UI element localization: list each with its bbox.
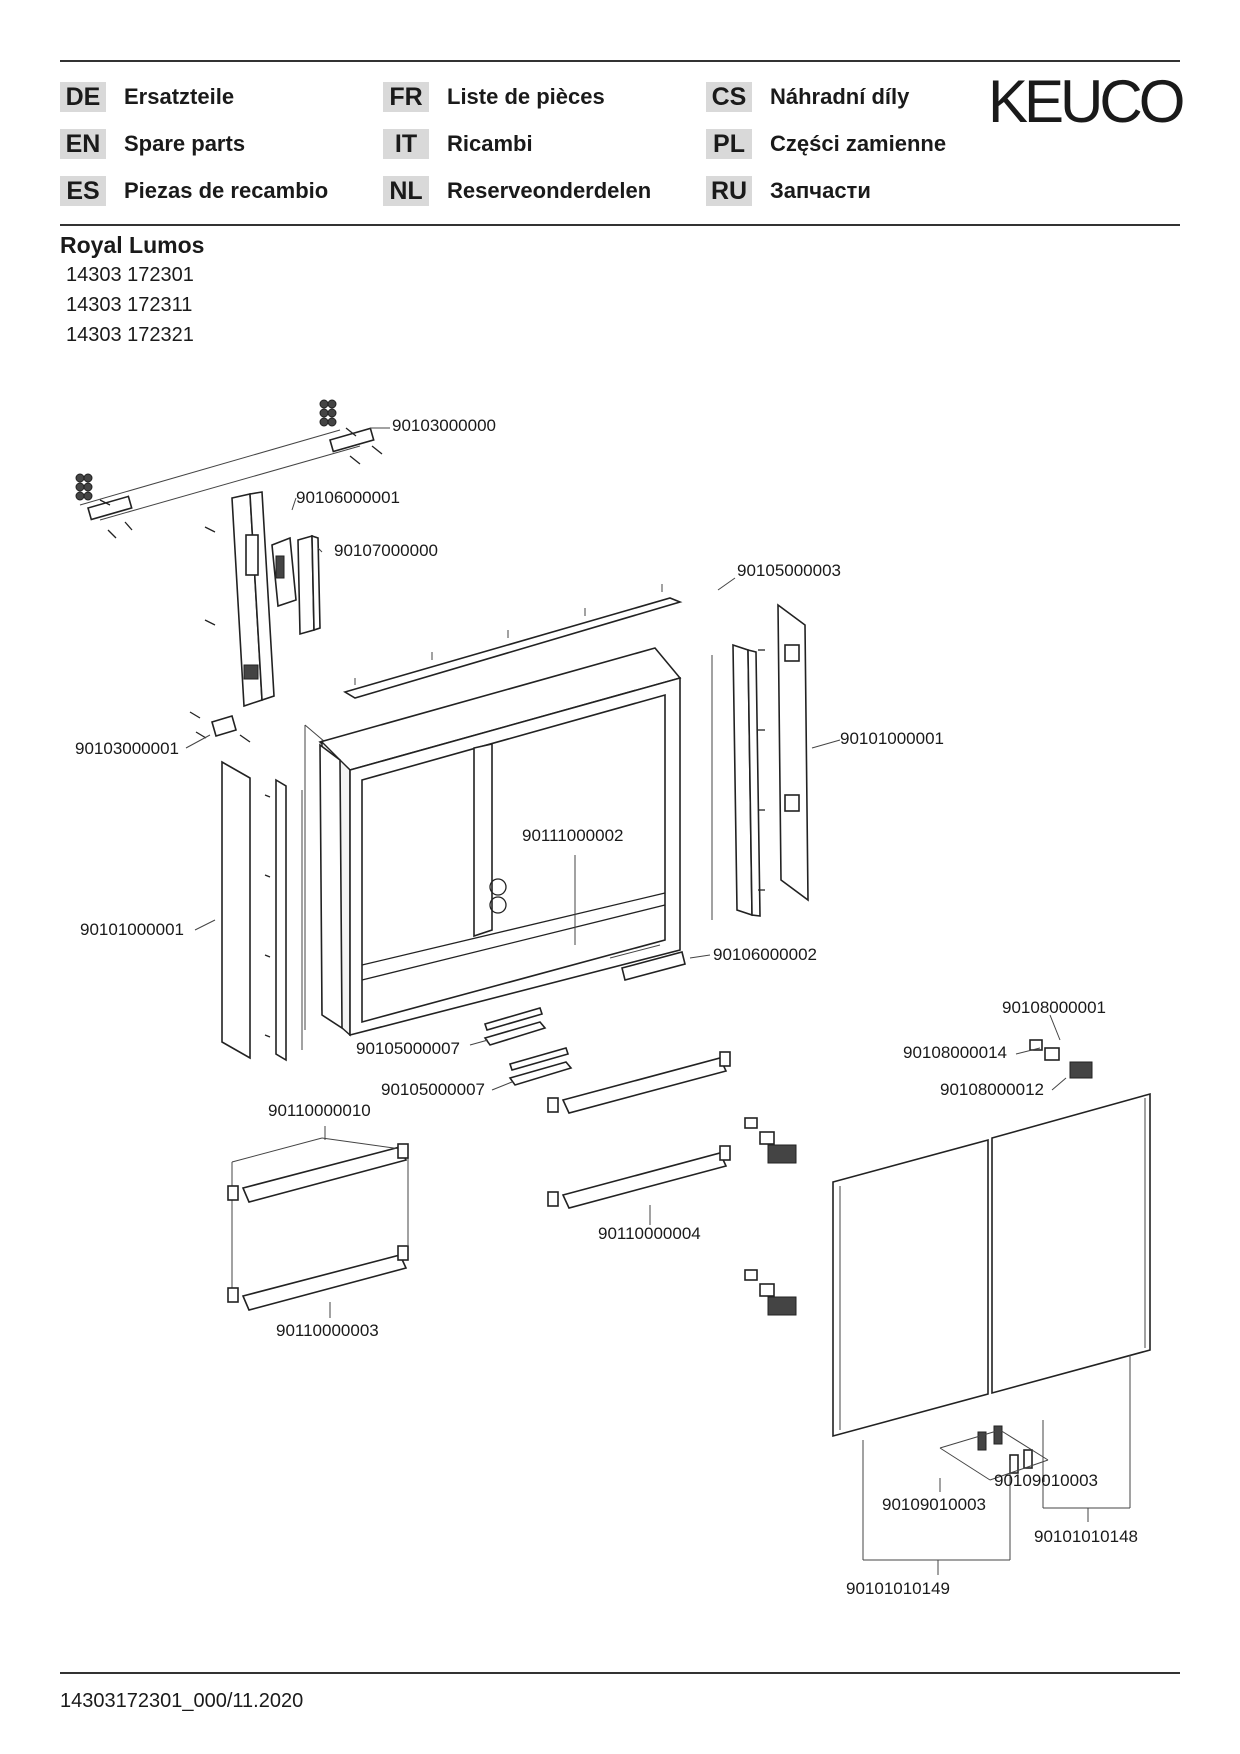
part-number-label: 90101000001	[80, 920, 184, 939]
language-title: Náhradní díly	[770, 84, 910, 109]
language-title: Części zamienne	[770, 131, 947, 156]
right-side-panel-drawing	[711, 603, 809, 920]
part-number-label: 90108000001	[1002, 998, 1106, 1017]
language-code: DE	[60, 82, 106, 112]
part-number-label: 90108000012	[940, 1080, 1044, 1099]
side-bracket-drawing	[204, 491, 321, 708]
article-number: 14303 172321	[66, 324, 194, 346]
language-title: Ersatzteile	[124, 84, 235, 109]
lower-bracket-drawing	[189, 711, 251, 743]
part-number-label: 90106000001	[296, 488, 400, 507]
part-number-label: 90110000010	[268, 1101, 371, 1120]
language-pl: PL Części zamienne	[706, 127, 946, 161]
wall-bracket-drawing	[75, 399, 383, 539]
part-number-label: 90103000001	[75, 739, 179, 758]
language-code: RU	[706, 176, 752, 206]
footer-rule	[60, 1672, 1180, 1674]
language-nl: NL Reserveonderdelen	[383, 174, 651, 208]
language-ru: RU Запчасти	[706, 174, 871, 208]
keuco-logo: KEUCO	[988, 68, 1185, 135]
language-code: PL	[706, 129, 752, 159]
socket-strip-drawing	[609, 944, 686, 981]
language-title: Piezas de recambio	[124, 178, 329, 203]
part-number-label: 90111000002	[522, 826, 623, 845]
part-number-label: 90105000007	[356, 1039, 460, 1058]
language-title: Reserveonderdelen	[447, 178, 652, 203]
part-number-label: 90103000000	[392, 416, 496, 435]
language-title: Ricambi	[447, 131, 533, 156]
glass-shelves-drawing	[227, 1051, 731, 1311]
profile-strips-drawing	[483, 1007, 573, 1086]
language-code: FR	[383, 82, 429, 112]
language-title: Liste de pièces	[447, 84, 605, 109]
language-code: EN	[60, 129, 106, 159]
part-number-label: 90109010003	[882, 1495, 986, 1514]
language-cs: CS Náhradní díly	[706, 80, 909, 114]
leader-lines	[185, 427, 1131, 1575]
language-title: Запчасти	[770, 178, 871, 203]
language-it: IT Ricambi	[383, 127, 533, 161]
language-code: CS	[706, 82, 752, 112]
article-number: 14303 172301	[66, 264, 194, 286]
part-number-label: 90109010003	[994, 1471, 1098, 1490]
hinges-drawing	[744, 1039, 1093, 1316]
part-number-label: 90110000004	[598, 1224, 701, 1243]
part-number-label: 90110000003	[276, 1321, 379, 1340]
document-code: 14303172301_000/11.2020	[60, 1690, 304, 1712]
language-fr: FR Liste de pièces	[383, 80, 605, 114]
part-number-label: 90105000007	[381, 1080, 485, 1099]
cabinet-body-drawing	[304, 647, 682, 1037]
product-name: Royal Lumos	[60, 232, 205, 258]
header-bottom-rule	[60, 224, 1180, 226]
part-number-label: 90105000003	[737, 561, 841, 580]
part-number-label: 90106000002	[713, 945, 817, 964]
language-de: DE Ersatzteile	[60, 80, 234, 114]
top-profile-drawing	[343, 584, 683, 699]
language-en: EN Spare parts	[60, 127, 245, 161]
part-number-label: 90108000014	[903, 1043, 1007, 1062]
article-number: 14303 172311	[66, 294, 193, 316]
left-side-panel-drawing	[221, 760, 303, 1062]
mirror-doors-drawing	[832, 1092, 1151, 1438]
language-code: ES	[60, 176, 106, 206]
language-code: IT	[383, 129, 429, 159]
part-number-label: 90101010148	[1034, 1527, 1138, 1546]
part-number-label: 90107000000	[334, 541, 438, 560]
language-es: ES Piezas de recambio	[60, 174, 328, 208]
part-number-label: 90101000001	[840, 729, 944, 748]
door-connectors-drawing	[939, 1425, 1049, 1481]
header-top-rule	[60, 60, 1180, 62]
language-title: Spare parts	[124, 131, 246, 156]
part-number-label: 90101010149	[846, 1579, 950, 1598]
language-code: NL	[383, 176, 429, 206]
